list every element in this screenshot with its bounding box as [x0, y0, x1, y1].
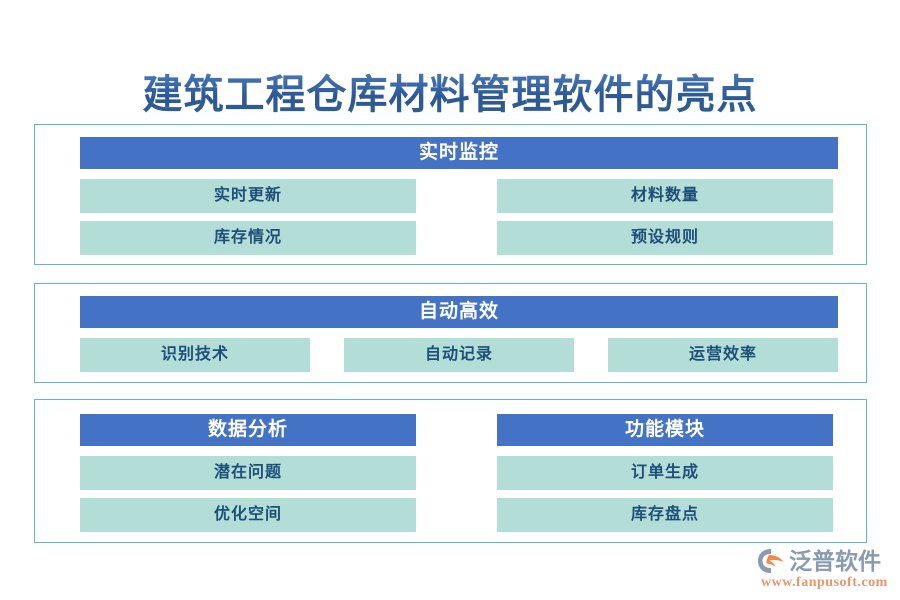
- panel-item[interactable]: 库存情况: [80, 221, 416, 255]
- panel-automation-efficiency: 自动高效 识别技术 自动记录 运营效率: [34, 283, 867, 383]
- panel-item[interactable]: 识别技术: [80, 338, 310, 372]
- logo-name: 泛普软件: [789, 548, 881, 574]
- panel-header-data-analysis[interactable]: 数据分析: [80, 414, 416, 446]
- panel-item-row: 识别技术 自动记录 运营效率: [80, 338, 838, 372]
- brand-logo[interactable]: 泛普软件 www.fanpusoft.com: [757, 546, 893, 592]
- panel-item[interactable]: 预设规则: [497, 221, 833, 255]
- panel-item[interactable]: 运营效率: [608, 338, 838, 372]
- logo-top-row: 泛普软件: [757, 546, 893, 576]
- panel-item[interactable]: 潜在问题: [80, 456, 416, 490]
- panel-header-function-modules[interactable]: 功能模块: [497, 414, 833, 446]
- panel-item[interactable]: 材料数量: [497, 179, 833, 213]
- panel-item[interactable]: 订单生成: [497, 456, 833, 490]
- panel-real-time-monitoring: 实时监控 实时更新 材料数量 库存情况 预设规则: [34, 124, 867, 265]
- logo-url: www.fanpusoft.com: [761, 575, 888, 590]
- panel-item[interactable]: 自动记录: [344, 338, 574, 372]
- panel-header-real-time-monitoring[interactable]: 实时监控: [80, 137, 838, 169]
- fanpu-arc-swoosh-icon: [758, 549, 784, 573]
- panel-header-automation-efficiency[interactable]: 自动高效: [80, 296, 838, 328]
- panel-analysis-and-modules: 数据分析 功能模块 潜在问题 订单生成 优化空间 库存盘点: [34, 399, 867, 543]
- panel-item[interactable]: 优化空间: [80, 498, 416, 532]
- panel-item[interactable]: 库存盘点: [497, 498, 833, 532]
- page-title: 建筑工程仓库材料管理软件的亮点: [0, 72, 900, 118]
- panel-item[interactable]: 实时更新: [80, 179, 416, 213]
